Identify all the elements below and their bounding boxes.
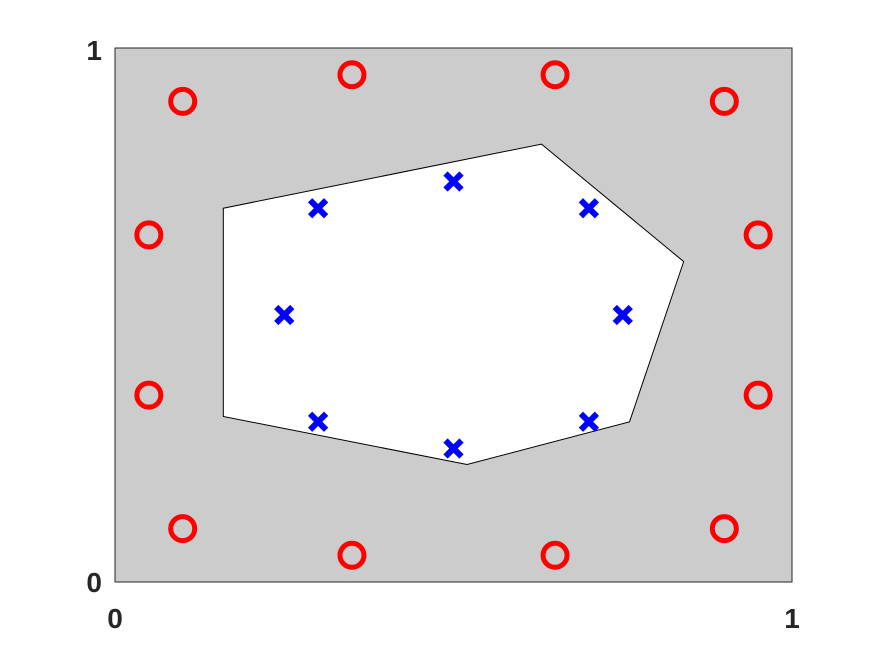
cross-marker-4 bbox=[612, 304, 633, 326]
circle-marker-5 bbox=[743, 220, 773, 250]
cross-marker-6 bbox=[443, 438, 464, 459]
y-tick-label-1: 1 bbox=[86, 35, 102, 66]
circle-marker-6 bbox=[134, 380, 164, 410]
cross-marker-5 bbox=[307, 411, 329, 432]
circle-marker-2 bbox=[540, 60, 570, 90]
x-tick-label-0: 0 bbox=[107, 603, 123, 634]
circle-marker-10 bbox=[540, 540, 570, 570]
y-tick-label-0: 0 bbox=[86, 567, 102, 598]
cross-marker-0 bbox=[307, 198, 329, 219]
x-tick-label-1: 1 bbox=[784, 603, 800, 634]
circle-marker-3 bbox=[709, 86, 739, 116]
circle-marker-4 bbox=[134, 220, 164, 250]
circle-marker-1 bbox=[337, 60, 367, 90]
cross-marker-3 bbox=[274, 304, 295, 326]
circle-marker-0 bbox=[168, 86, 198, 116]
circle-marker-9 bbox=[337, 540, 367, 570]
axes-frame bbox=[114, 47, 793, 583]
cross-marker-7 bbox=[578, 411, 600, 432]
markers-layer bbox=[134, 60, 773, 570]
circle-marker-8 bbox=[168, 514, 198, 544]
circle-marker-7 bbox=[743, 380, 773, 410]
circle-marker-11 bbox=[709, 514, 739, 544]
cross-marker-2 bbox=[578, 198, 600, 219]
decision-region bbox=[222, 143, 685, 466]
cross-marker-1 bbox=[443, 171, 464, 192]
